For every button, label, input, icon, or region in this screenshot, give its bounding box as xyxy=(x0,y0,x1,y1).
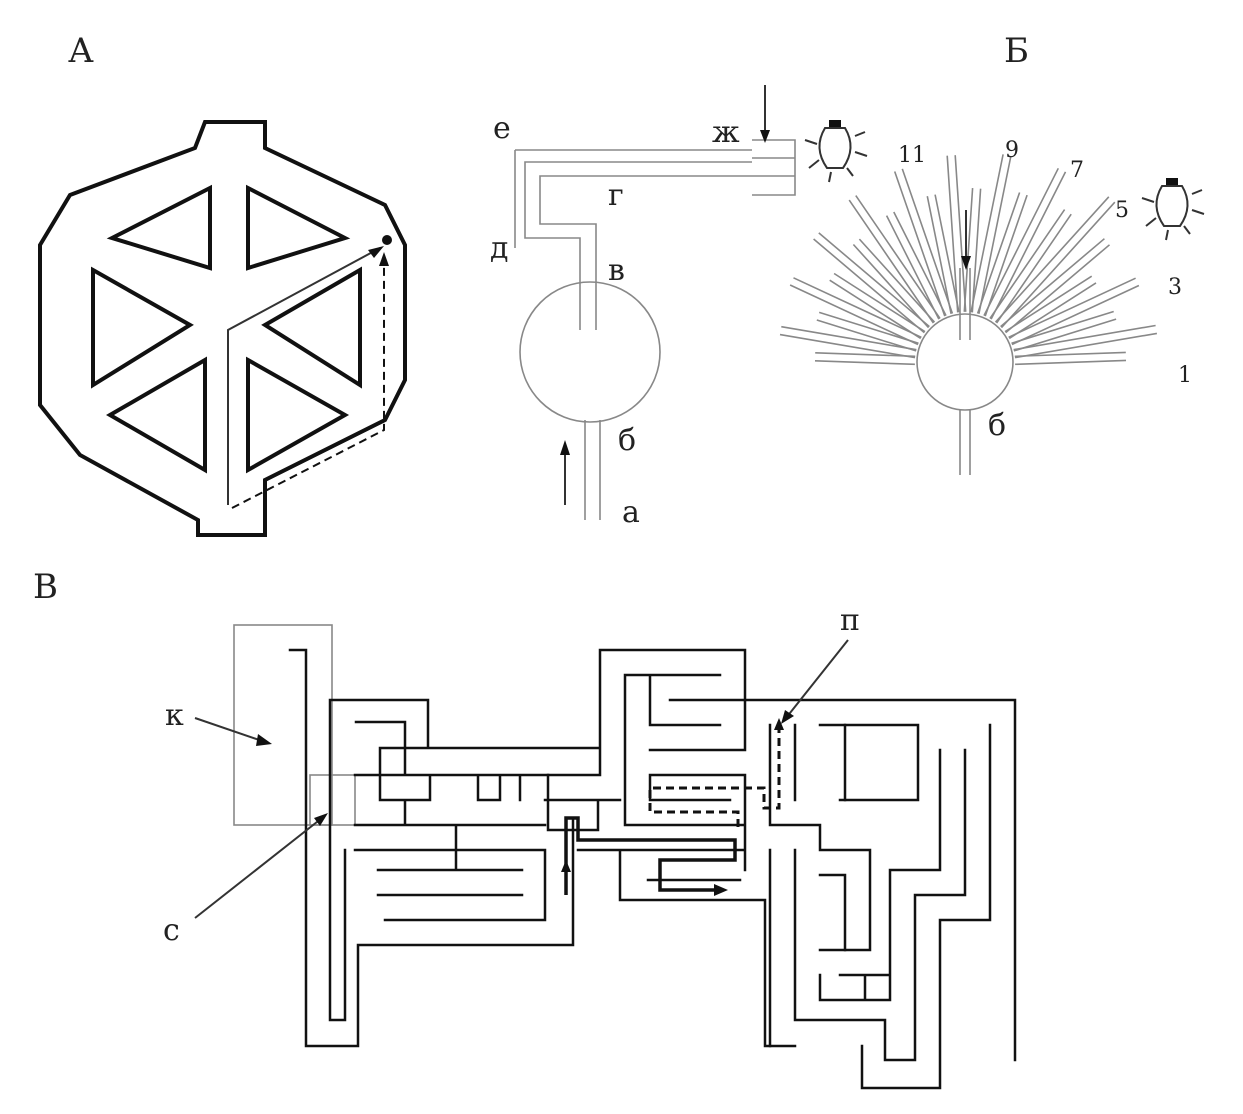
radial-arm xyxy=(983,167,1067,320)
radial-arm xyxy=(893,168,954,317)
radial-arm xyxy=(813,232,930,334)
radial-center-chamber xyxy=(916,313,1014,411)
radial-arm xyxy=(814,352,916,366)
panel-a-hex-maze: А xyxy=(38,31,407,537)
panel-b-radial-maze: Б б 1 3 5 7 9 11 xyxy=(779,31,1205,475)
radial-arm xyxy=(789,277,922,346)
radial-arm xyxy=(829,272,926,340)
pointer-k-arrowhead xyxy=(256,734,272,746)
arm-number-1: 1 xyxy=(1178,363,1192,388)
radial-arm xyxy=(994,196,1116,329)
tube-label-d: д xyxy=(490,231,508,266)
radial-arm xyxy=(946,155,967,313)
goal-dot xyxy=(382,235,392,245)
arm-number-11: 11 xyxy=(898,143,926,168)
radial-arm xyxy=(989,209,1072,324)
pointer-p-line xyxy=(785,639,849,719)
panel-c-complex-maze: В к с п xyxy=(33,567,1017,1090)
solid-path-up-arrowhead xyxy=(561,860,571,872)
route-solid-line xyxy=(227,247,381,505)
start-zone-c xyxy=(309,774,356,826)
arm-number-7: 7 xyxy=(1070,158,1084,183)
radial-arm xyxy=(1004,275,1097,340)
maze-right-section xyxy=(768,723,992,1090)
pointer-c-arrowhead xyxy=(314,813,328,826)
tube-label-b: б xyxy=(618,423,636,458)
radial-arm xyxy=(970,154,1012,314)
panel-a-letter: А xyxy=(68,31,94,71)
route-arrowhead xyxy=(368,246,384,258)
center-tube xyxy=(959,268,971,340)
radial-arm xyxy=(779,325,917,359)
hex-inner-cell-bottom-right xyxy=(246,356,350,474)
radial-arm xyxy=(885,211,947,320)
tube-label-v: в xyxy=(608,253,625,288)
radial-arm xyxy=(816,311,919,352)
panel-b-tube-apparatus: а б в г д е ж xyxy=(490,85,868,530)
light-bulb-icon xyxy=(804,120,868,183)
tube-label-e: е xyxy=(493,111,511,146)
radial-arms xyxy=(779,154,1158,366)
top-arrowhead xyxy=(760,130,770,143)
radial-arm xyxy=(926,194,960,314)
radial-stem-label: б xyxy=(988,408,1006,443)
arm-number-5: 5 xyxy=(1115,198,1129,223)
hex-inner-cell-top-left xyxy=(106,184,212,271)
tube-walls xyxy=(514,139,796,520)
pointer-p-arrowhead xyxy=(781,710,794,724)
route-dashed-line xyxy=(231,262,385,509)
radial-arrowhead xyxy=(961,256,971,270)
radial-arm xyxy=(848,195,941,324)
radial-arm xyxy=(1000,238,1111,334)
maze-label-p: п xyxy=(840,603,860,638)
entry-arrowhead xyxy=(560,440,570,455)
maze-middle-section xyxy=(543,673,1017,1062)
hex-inner-cell-top-right xyxy=(246,184,351,271)
pointer-k-line xyxy=(194,717,266,743)
tube-label-zh: ж xyxy=(712,115,740,150)
hex-inner-cell-mid-left xyxy=(91,266,194,389)
route-solid-path xyxy=(564,816,737,895)
arm-number-3: 3 xyxy=(1168,275,1182,300)
start-chamber xyxy=(519,281,661,423)
radial-arm xyxy=(852,238,936,329)
radial-arm xyxy=(1008,277,1140,346)
hex-inner-cell-bottom-left xyxy=(106,356,207,474)
pointer-c-line xyxy=(194,817,323,919)
route-dashed-path xyxy=(648,725,781,830)
maze-left-section xyxy=(288,648,747,1048)
dashed-path-arrowhead xyxy=(774,718,784,730)
start-box-k xyxy=(233,624,333,826)
radial-arm xyxy=(1014,351,1127,366)
radial-arm xyxy=(1013,324,1158,359)
maze-label-c: с xyxy=(163,913,180,948)
maze-label-k: к xyxy=(165,698,184,733)
radial-stem xyxy=(959,410,971,475)
panel-c-letter: В xyxy=(33,567,58,607)
dashed-route-arrowhead xyxy=(379,252,389,266)
hex-maze-outline xyxy=(38,120,407,537)
radial-arm xyxy=(1011,310,1117,352)
radial-arm xyxy=(963,188,982,313)
tube-label-a: а xyxy=(622,495,640,530)
light-bulb-icon xyxy=(1141,178,1205,241)
panel-b-letter: Б xyxy=(1004,31,1029,71)
arm-number-9: 9 xyxy=(1005,138,1019,163)
solid-path-arrowhead xyxy=(714,884,728,896)
radial-arm xyxy=(976,192,1028,317)
tube-label-g: г xyxy=(608,178,624,213)
hex-inner-cell-mid-right xyxy=(261,266,362,389)
